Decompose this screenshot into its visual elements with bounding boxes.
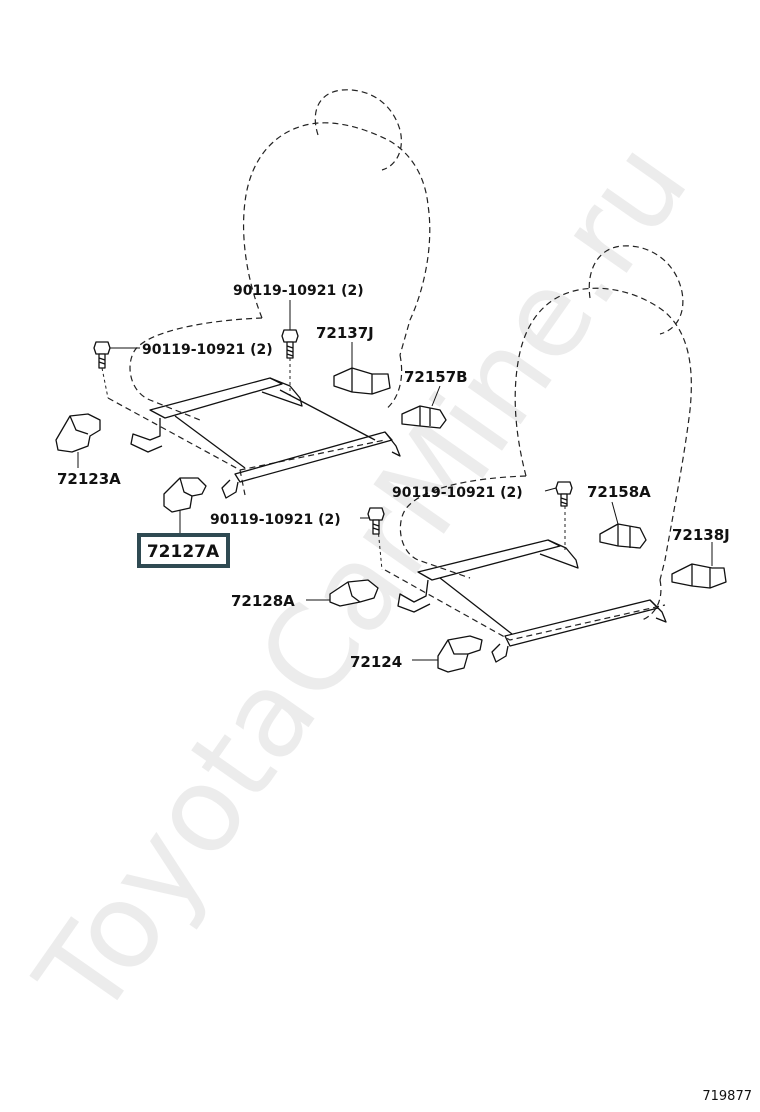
highlight-box-72127A: 72127A [137,533,230,568]
part-72123A-icon [55,413,101,453]
part-72128A-icon [329,579,379,607]
part-72127A-icon [163,477,207,513]
watermark: ToyotaCarMine.ru [9,117,714,1041]
part-72158A-icon [599,523,647,549]
bolt-icon-left [93,341,111,399]
bolt-icon-right [555,481,573,507]
left-seat-outline [107,89,431,496]
right-seat-outline [377,245,692,641]
label-bolt-lower-center: 90119-10921 (2) [210,512,341,528]
part-72157B-icon [401,405,447,429]
right-seat-frame [397,539,667,663]
label-72138J: 72138J [672,526,730,544]
label-bolt-right: 90119-10921 (2) [392,485,523,501]
label-bolt-upper-left: 90119-10921 (2) [233,283,364,299]
bolt-icon-lower-center [367,507,385,535]
part-72138J-icon [671,563,727,589]
left-seat-frame [130,377,401,499]
label-72157B: 72157B [404,368,468,386]
diagram-code: 719877 [702,1089,752,1104]
part-72137J-icon [333,367,391,395]
label-bolt-left: 90119-10921 (2) [142,342,273,358]
label-72124: 72124 [350,653,402,671]
bolt-icon-upper-left [281,329,299,395]
label-72128A: 72128A [231,592,295,610]
label-72123A: 72123A [57,470,121,488]
label-72127A: 72127A [147,542,220,562]
label-72137J: 72137J [316,324,374,342]
label-72158A: 72158A [587,483,651,501]
leader-lines [77,300,713,661]
part-72124-icon [437,635,483,673]
